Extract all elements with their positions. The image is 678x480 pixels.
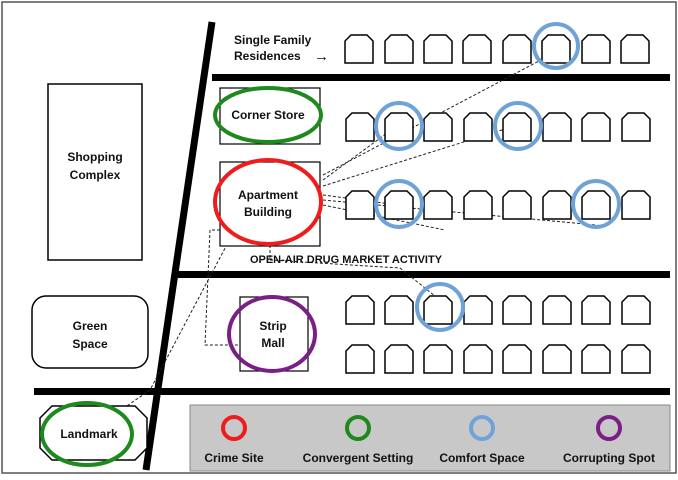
house-icon (541, 34, 571, 64)
house-icon (542, 190, 572, 220)
strip-mall-label-line1: Strip (259, 319, 286, 333)
house-icon (384, 344, 414, 374)
drug-market-label: OPEN-AIR DRUG MARKET ACTIVITY (250, 254, 443, 266)
comfort-space-circle (415, 282, 465, 332)
house-icon (423, 112, 453, 142)
house-icon (581, 190, 611, 220)
corner-store-label: Corner Store (231, 108, 305, 122)
house-icon (384, 112, 414, 142)
house-icon (581, 34, 611, 64)
house-icon (345, 295, 375, 325)
strip-mall-box (239, 296, 309, 372)
green-space-box (31, 295, 149, 369)
comfort-space-circle (571, 179, 621, 229)
comfort-space-circle (374, 101, 424, 151)
landmark-box (39, 405, 148, 461)
house-icon (463, 295, 493, 325)
diagonal-road (142, 21, 216, 471)
house-icon (463, 344, 493, 374)
house-icon (345, 344, 375, 374)
house-icon (345, 190, 375, 220)
house-icon (542, 112, 572, 142)
house-icon (463, 190, 493, 220)
apartment-crime-site-circle (213, 158, 323, 246)
house-icon (502, 344, 532, 374)
house-icon (542, 295, 572, 325)
corner-store-convergent-circle (213, 86, 323, 144)
house-icon (384, 190, 414, 220)
house-icon (502, 112, 532, 142)
legend-circle-icon (469, 415, 495, 441)
house-icon (621, 190, 651, 220)
strip-mall-corrupting-circle (227, 295, 317, 373)
apartment-label-line2: Building (244, 205, 292, 219)
legend-label: Convergent Setting (303, 451, 414, 465)
shopping-label-line2: Complex (70, 168, 121, 182)
house-icon (621, 295, 651, 325)
house-icon (502, 34, 532, 64)
houses-group (344, 34, 651, 374)
shopping-complex-box (47, 83, 143, 261)
residences-label-line1: Single Family (234, 33, 312, 47)
comfort-space-circle (374, 179, 424, 229)
house-icon (384, 295, 414, 325)
house-icon (423, 295, 453, 325)
house-icon (423, 344, 453, 374)
residences-label-line2: Residences (234, 49, 301, 63)
legend-circle-icon (221, 415, 247, 441)
road-3 (34, 388, 670, 395)
landmark-label: Landmark (60, 427, 118, 441)
legend: Crime Site Convergent Setting Comfort Spac… (204, 415, 655, 465)
house-icon (621, 112, 651, 142)
legend-label: Crime Site (204, 451, 264, 465)
house-icon (384, 34, 414, 64)
house-icon (581, 344, 611, 374)
house-icon (345, 112, 375, 142)
house-icon (462, 34, 492, 64)
house-icon (463, 112, 493, 142)
strip-mall-label-line2: Mall (261, 336, 284, 350)
comfort-space-circle (532, 22, 580, 70)
house-icon (581, 112, 611, 142)
legend-circle-icon (596, 415, 622, 441)
house-icon (502, 190, 532, 220)
house-icon (423, 34, 453, 64)
legend-panel (189, 404, 671, 472)
house-icon (581, 295, 611, 325)
road-2 (178, 271, 670, 278)
shopping-label-line1: Shopping (67, 150, 122, 164)
green-space-label-line2: Space (72, 337, 108, 351)
legend-label: Corrupting Spot (563, 451, 655, 465)
legend-label: Comfort Space (439, 451, 525, 465)
house-icon (542, 344, 572, 374)
house-icon (620, 34, 650, 64)
house-icon (621, 344, 651, 374)
house-icon (423, 190, 453, 220)
road-1 (212, 74, 670, 81)
legend-circle-icon (345, 415, 371, 441)
house-icon (344, 34, 374, 64)
apartment-label-line1: Apartment (238, 188, 298, 202)
residences-arrow-icon: → (314, 48, 329, 65)
landmark-convergent-circle (40, 401, 134, 467)
green-space-label-line1: Green (73, 319, 108, 333)
house-icon (502, 295, 532, 325)
comfort-space-circle (493, 101, 543, 151)
